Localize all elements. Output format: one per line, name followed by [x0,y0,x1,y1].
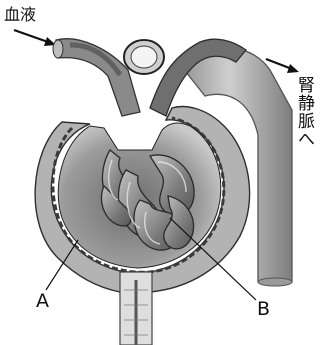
label-b: B [257,300,270,319]
label-renal-vein: 腎静脈へ [290,76,312,148]
label-blood: 血液 [4,7,36,23]
proximal-tubule [120,272,152,345]
vessel-cross-section [124,40,164,74]
arrow-in-icon [14,30,56,46]
label-a: A [36,292,49,311]
